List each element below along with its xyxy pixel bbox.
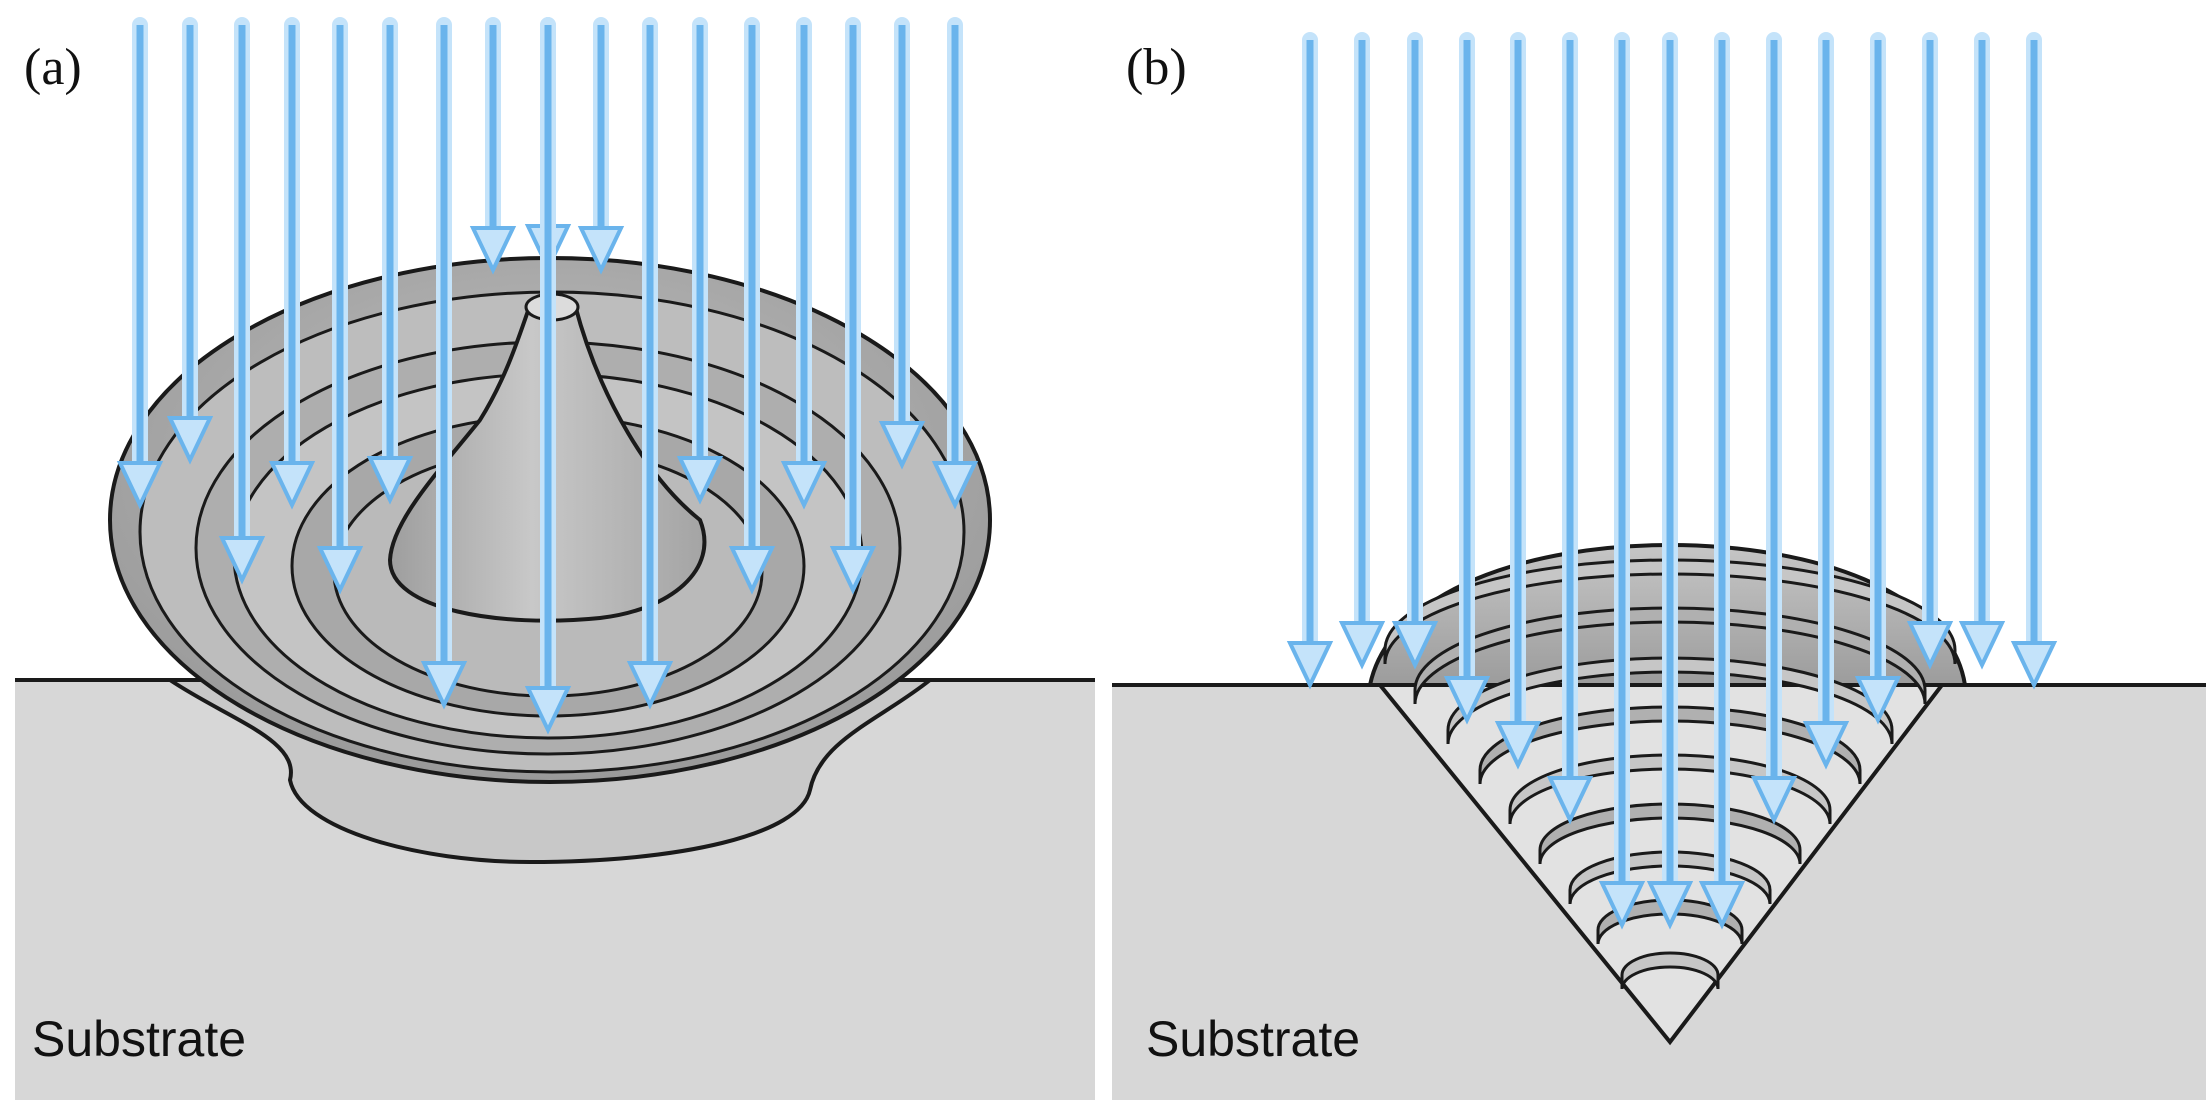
- ion-beams-b: [1286, 32, 2058, 930]
- ion-beam-arrow-icon: [469, 17, 517, 275]
- panel-a-label: (a): [24, 39, 82, 96]
- panel-b: (b) Substrate: [1110, 0, 2208, 1119]
- pit-terraces: [1383, 558, 1957, 990]
- ion-beam-arrow-icon: [1802, 32, 1850, 770]
- ion-beam-arrow-icon: [1546, 32, 1594, 825]
- ion-beam-arrow-icon: [728, 17, 776, 595]
- ion-beams-a: [116, 17, 979, 735]
- ion-beam-arrow-icon: [780, 17, 828, 510]
- ion-beam-arrow-icon: [1854, 32, 1902, 725]
- pit-terrace: [1538, 802, 1802, 865]
- ion-beam-arrow-icon: [1391, 32, 1439, 670]
- ion-beam-arrow-icon: [1286, 32, 1334, 690]
- ion-beam-arrow-icon: [1443, 32, 1491, 725]
- substrate-a-label: Substrate: [32, 1011, 247, 1067]
- ion-beam-arrow-icon: [268, 17, 316, 510]
- pit-terrace: [1413, 606, 1927, 705]
- pit-terrace: [1620, 951, 1720, 990]
- substrate-b-label: Substrate: [1146, 1011, 1361, 1067]
- ion-beam-arrow-icon: [1750, 32, 1798, 825]
- ion-beam-arrow-icon: [1338, 32, 1386, 670]
- ion-beam-arrow-icon: [1646, 32, 1694, 930]
- ion-beam-arrow-icon: [577, 17, 625, 275]
- ion-beam-arrow-icon: [626, 17, 674, 710]
- ion-beam-arrow-icon: [1698, 32, 1746, 930]
- ion-beam-arrow-icon: [829, 17, 877, 595]
- panel-a: (a) Substrate: [0, 0, 1100, 1119]
- ion-beam-arrow-icon: [931, 17, 979, 510]
- ion-beam-arrow-icon: [316, 17, 364, 595]
- panel-a-diagram: [15, 17, 1095, 1100]
- ion-beam-arrow-icon: [2010, 32, 2058, 690]
- ion-beam-arrow-icon: [1494, 32, 1542, 770]
- panel-b-diagram: [1112, 32, 2206, 1100]
- ion-beam-arrow-icon: [1906, 32, 1954, 670]
- ion-beam-arrow-icon: [218, 17, 266, 585]
- ion-beam-arrow-icon: [676, 17, 724, 505]
- ion-beam-arrow-icon: [1598, 32, 1646, 930]
- ion-beam-arrow-icon: [166, 17, 214, 465]
- ion-beam-arrow-icon: [366, 17, 414, 505]
- ion-beam-arrow-icon: [878, 17, 926, 470]
- ion-beam-arrow-icon: [1958, 32, 2006, 670]
- ion-beam-arrow-icon: [116, 17, 164, 510]
- ion-beam-arrow-icon: [524, 17, 572, 735]
- panel-b-label: (b): [1126, 39, 1187, 96]
- ion-beam-arrow-icon: [420, 17, 468, 710]
